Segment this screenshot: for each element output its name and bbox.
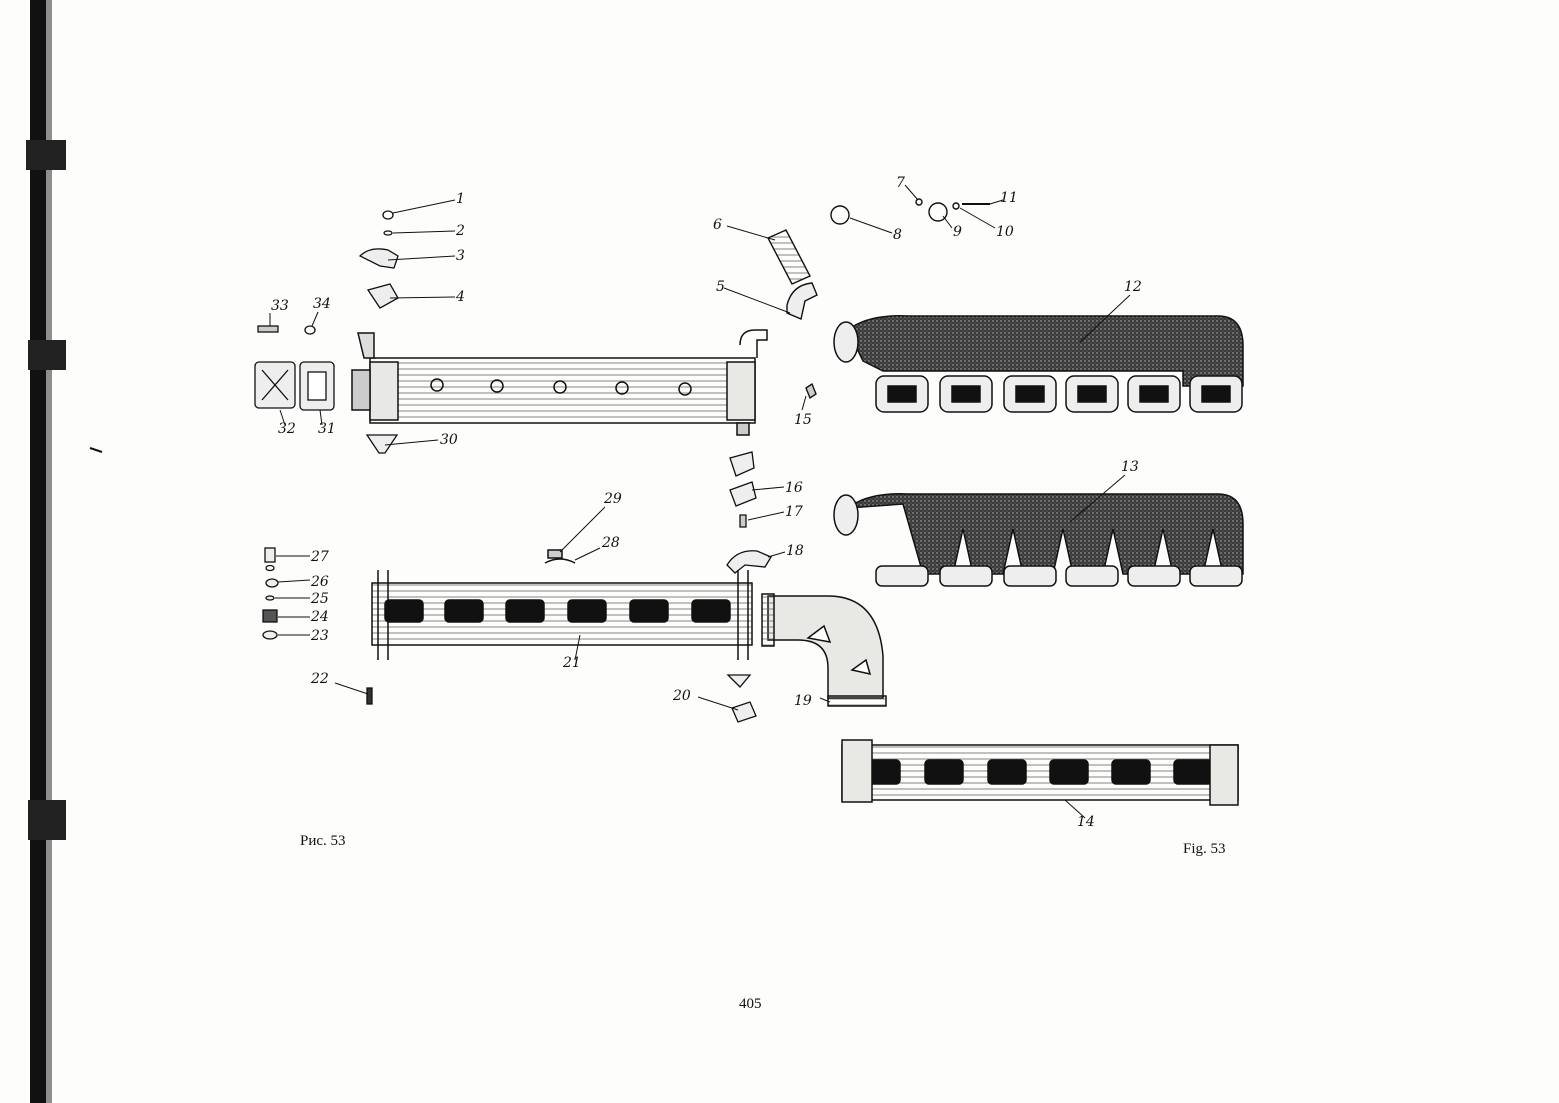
callout-34: 34 — [313, 296, 331, 312]
figure-caption-ru: Рис. 53 — [300, 833, 346, 849]
callout-20: 20 — [672, 688, 691, 704]
callout-23: 23 — [310, 628, 329, 644]
leader-lines — [269, 184, 1131, 819]
callout-19: 19 — [794, 693, 812, 709]
callout-13: 13 — [1121, 459, 1139, 475]
callout-25: 25 — [310, 591, 329, 607]
callout-9: 9 — [953, 224, 962, 240]
callout-33: 33 — [271, 298, 289, 314]
callout-18: 18 — [786, 543, 804, 559]
small-parts-middle — [726, 451, 772, 723]
intake-manifold-21 — [371, 549, 753, 660]
callout-31: 31 — [318, 421, 336, 437]
callout-29: 29 — [603, 491, 622, 507]
exhaust-manifold-12 — [833, 315, 1244, 413]
callout-2: 2 — [455, 223, 465, 239]
callout-30: 30 — [440, 432, 458, 448]
callout-12: 12 — [1124, 279, 1142, 295]
hose-parts — [767, 198, 990, 400]
manifold-14 — [841, 739, 1239, 806]
callout-17: 17 — [785, 504, 803, 520]
callout-24: 24 — [310, 609, 329, 625]
callout-27: 27 — [310, 549, 329, 565]
elbow-pipe-19 — [761, 593, 887, 707]
figure-caption-en: Fig. 53 — [1183, 841, 1226, 857]
callout-28: 28 — [601, 535, 620, 551]
callout-8: 8 — [893, 227, 902, 243]
small-parts-upper — [254, 210, 399, 454]
callout-14: 14 — [1077, 814, 1095, 830]
page-number: 405 — [739, 996, 762, 1012]
callout-10: 10 — [996, 224, 1014, 240]
upper-manifold-tube — [351, 329, 768, 436]
callout-7: 7 — [896, 175, 905, 191]
callout-21: 21 — [562, 655, 581, 671]
callout-26: 26 — [310, 574, 329, 590]
callout-6: 6 — [713, 217, 722, 233]
callout-3: 3 — [456, 248, 465, 264]
callout-5: 5 — [716, 279, 725, 295]
callout-15: 15 — [794, 412, 812, 428]
small-parts-left — [262, 547, 373, 705]
callout-11: 11 — [1000, 190, 1018, 206]
stray-mark — [89, 447, 103, 453]
callout-16: 16 — [785, 480, 803, 496]
callout-22: 22 — [310, 671, 329, 687]
binding-edge — [26, 0, 66, 1103]
callout-4: 4 — [455, 289, 465, 305]
callout-32: 32 — [278, 421, 296, 437]
callout-1: 1 — [456, 191, 465, 207]
exhaust-manifold-13 — [833, 493, 1244, 587]
callout-labels: 1 2 3 4 5 6 7 8 9 10 11 12 13 14 15 16 1… — [271, 175, 1142, 830]
